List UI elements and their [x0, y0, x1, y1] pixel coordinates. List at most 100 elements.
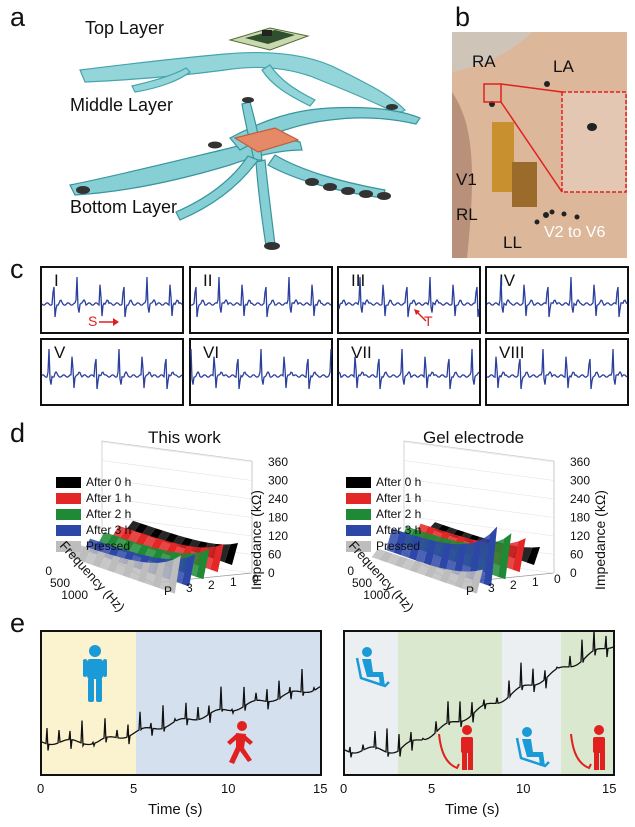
grid-line [101, 515, 253, 537]
legend-item: After 0 h [346, 474, 421, 490]
legend-swatch [56, 476, 81, 488]
v2-v6-label: V2 to V6 [544, 224, 606, 241]
legend-swatch [346, 492, 371, 504]
impedance-ribbon-segment [371, 548, 386, 560]
impedance-ribbon-segment [468, 539, 483, 582]
impedance-ribbon-segment [167, 555, 181, 594]
freq-tick-label: 1000 [363, 588, 390, 602]
impedance-ribbon-segment [120, 528, 134, 541]
impedance-ribbon-segment [98, 532, 112, 546]
impedance-ribbon-segment [438, 542, 453, 571]
impedance-ribbon-segment [144, 562, 159, 586]
bottom-layer-label: Bottom Layer [70, 197, 178, 217]
sitting-person-icon [355, 647, 390, 688]
middle-layer [79, 51, 406, 115]
impedance-ribbon-segment [195, 549, 210, 580]
legend-label: After 3 h [376, 523, 422, 537]
ecg-waveform [41, 276, 183, 318]
ecg-lead-8: VIII [485, 338, 629, 406]
x-tick: 0 [340, 781, 348, 796]
ecg-trace-activity-left [42, 668, 320, 751]
impedance-ribbon-segment [512, 538, 526, 573]
impedance-ribbon-segment [135, 533, 149, 547]
legend-swatch [346, 508, 371, 520]
depth-tick-label: P [466, 584, 474, 598]
legend-label: After 0 h [86, 475, 132, 489]
ecg-waveform [345, 632, 613, 758]
grid-line [101, 460, 253, 481]
lead-label: IV [499, 271, 516, 290]
legend-swatch [56, 508, 81, 520]
impedance-ribbon-segment [386, 528, 400, 553]
impedance-ribbon-segment [424, 565, 438, 578]
freq-tick-label: 1000 [61, 588, 88, 602]
ecg-waveform [338, 276, 480, 318]
leaning-person-icon [570, 725, 605, 770]
impedance-ribbon-segment [393, 530, 408, 556]
ecg-waveform [486, 348, 628, 390]
standing-region [42, 632, 136, 774]
legend-label: After 2 h [86, 507, 132, 521]
top-layer-board [228, 27, 310, 51]
ecg-trace [190, 276, 332, 318]
freq-tick-label: 0 [347, 564, 354, 578]
z-tick-label: 0 [268, 566, 275, 580]
panel-label-a: a [10, 2, 26, 32]
ecg-lead-5: V [40, 338, 184, 406]
impedance-ribbon-segment [152, 561, 166, 589]
ecg-lead-2: II [189, 266, 333, 334]
electrodes [76, 97, 398, 250]
legend-swatch [346, 524, 371, 536]
panel-a-illustration [40, 10, 450, 260]
x-tick: 10 [221, 781, 236, 796]
x-tick: 0 [37, 781, 45, 796]
legend-label: After 1 h [86, 491, 132, 505]
impedance-ribbon-segment [149, 528, 163, 539]
impedance-ribbon-segment [469, 569, 483, 594]
legend-label: Pressed [376, 539, 421, 553]
impedance-ribbon-segment [416, 537, 430, 564]
x-tick: 10 [516, 781, 531, 796]
ecg-trace [338, 276, 480, 318]
legend-label: After 2 h [376, 507, 422, 521]
leaning-person-icon [438, 725, 473, 770]
legend-swatch [346, 540, 371, 552]
legend-right: After 0 h After 1 h After 2 h After 3 h … [346, 474, 421, 554]
impedance-axis-label-right: Impedance (kΩ) [592, 490, 608, 590]
impedance-ribbon-segment [127, 530, 142, 544]
z-tick-label: 300 [570, 474, 590, 488]
z-tick-label: 360 [570, 455, 590, 469]
x-axis-label-left: Time (s) [148, 801, 203, 818]
panel-label-d: d [10, 418, 26, 448]
impedance-ribbon-segment [137, 562, 151, 584]
lead-label: VIII [499, 343, 525, 362]
walking-region [136, 632, 320, 774]
grid-line [101, 441, 253, 463]
impedance-ribbon-segment [112, 525, 127, 539]
impedance-ribbon-segment [127, 520, 141, 532]
impedance-ribbon-segment [446, 570, 461, 586]
impedance-ribbon-segment [490, 538, 504, 577]
legend-item: After 3 h [56, 522, 131, 538]
impedance-ribbon-segment [423, 539, 438, 566]
ecg-trace [486, 348, 628, 390]
legend-label: After 3 h [86, 523, 132, 537]
legend-item: After 3 h [346, 522, 421, 538]
legend-swatch [56, 540, 81, 552]
photo-drawing [452, 32, 627, 258]
z-tick-label: 0 [570, 566, 577, 580]
ecg-lead-1: I [40, 266, 184, 334]
impedance-ribbon-segment [386, 553, 401, 565]
impedance-ribbon-segment [379, 551, 393, 563]
z-tick-label: 60 [268, 548, 282, 562]
legend-label: After 0 h [376, 475, 422, 489]
impedance-ribbon-segment [483, 526, 498, 587]
top-layer-label: Top Layer [85, 18, 165, 38]
activity-plot-right [343, 630, 615, 776]
freq-tick-label: 500 [50, 576, 70, 590]
ecg-trace [41, 276, 183, 318]
depth-tick-label: 1 [532, 575, 539, 589]
lead-label: III [351, 271, 366, 290]
impedance-ribbon-segment [453, 543, 468, 577]
left-plot-title: This work [148, 428, 221, 447]
